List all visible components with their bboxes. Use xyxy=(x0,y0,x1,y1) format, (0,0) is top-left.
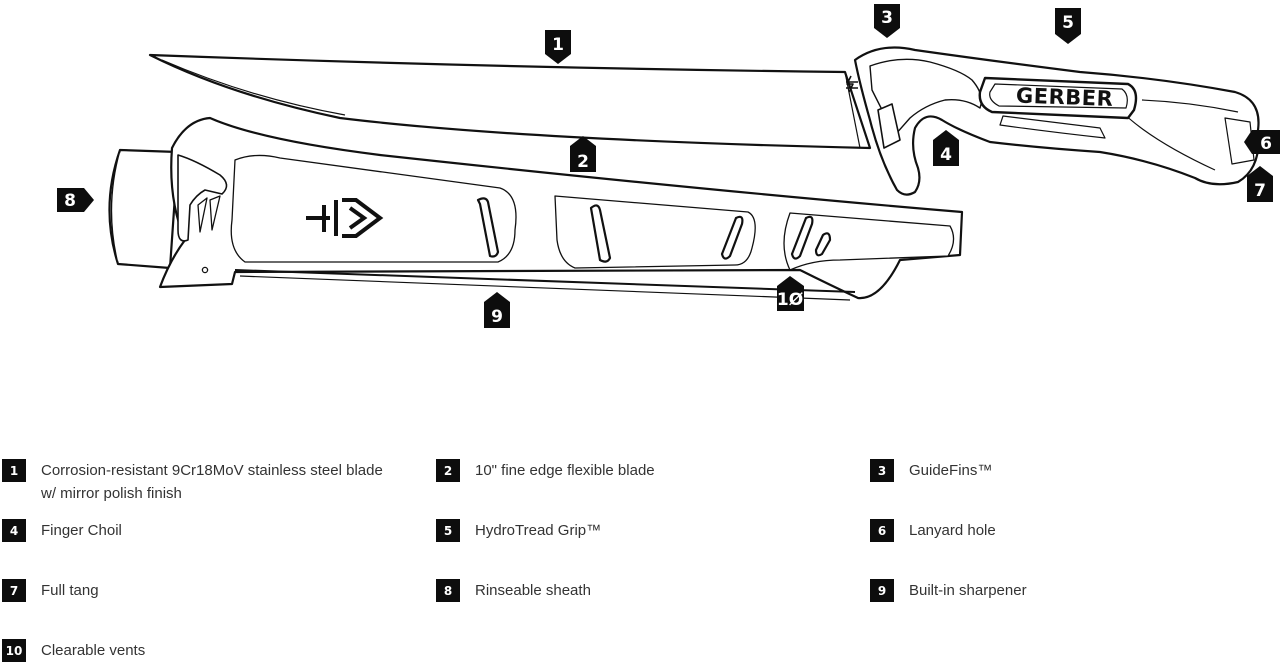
svg-text:7: 7 xyxy=(1254,181,1266,201)
callout-6: 6 xyxy=(1244,130,1280,154)
feature-item-8: 8 Rinseable sheath xyxy=(436,579,835,602)
callout-4: 4 xyxy=(933,130,959,166)
feature-item-9: 9 Built-in sharpener xyxy=(870,579,1285,602)
feature-number-badge: 10 xyxy=(2,639,26,662)
svg-text:1: 1 xyxy=(552,35,564,55)
feature-text: Finger Choil xyxy=(41,522,122,539)
feature-text: Clearable vents xyxy=(41,642,146,659)
callout-1: 1 xyxy=(545,30,571,64)
feature-number-badge: 5 xyxy=(436,519,460,542)
svg-text:4: 4 xyxy=(940,145,952,165)
feature-number-badge: 6 xyxy=(870,519,894,542)
feature-text: Built-in sharpener xyxy=(909,582,1027,599)
callout-3: 3 xyxy=(874,4,900,38)
feature-item-3: 3 GuideFins™ xyxy=(870,459,1285,482)
svg-text:3: 3 xyxy=(881,8,893,28)
sheath xyxy=(108,116,964,301)
callout-5: 5 xyxy=(1055,8,1081,44)
feature-item-7: 7 Full tang xyxy=(2,579,401,602)
feature-text: HydroTread Grip™ xyxy=(475,522,602,539)
feature-text: 10" fine edge flexible blade xyxy=(475,462,655,479)
feature-text: Rinseable sheath xyxy=(475,582,591,599)
svg-text:5: 5 xyxy=(1062,13,1074,33)
feature-number-badge: 7 xyxy=(2,579,26,602)
feature-item-4: 4 Finger Choil xyxy=(2,519,401,542)
svg-text:2: 2 xyxy=(577,152,589,172)
gerber-logo-text: GERBER xyxy=(1016,84,1114,111)
feature-item-1: 1 Corrosion-resistant 9Cr18MoV stainless… xyxy=(2,459,401,505)
feature-number-badge: 4 xyxy=(2,519,26,542)
blade xyxy=(148,53,872,150)
gerber-mark-icon xyxy=(306,198,384,238)
feature-text: Full tang xyxy=(41,582,99,599)
feature-text: Corrosion-resistant 9Cr18MoV stainless s… xyxy=(41,462,383,502)
feature-number-badge: 3 xyxy=(870,459,894,482)
feature-item-6: 6 Lanyard hole xyxy=(870,519,1285,542)
callout-7: 7 xyxy=(1247,166,1273,202)
svg-text:9: 9 xyxy=(491,307,503,327)
feature-text: Lanyard hole xyxy=(909,522,996,539)
feature-text: GuideFins™ xyxy=(909,462,993,479)
feature-item-5: 5 HydroTread Grip™ xyxy=(436,519,835,542)
svg-text:8: 8 xyxy=(64,191,76,211)
feature-number-badge: 9 xyxy=(870,579,894,602)
svg-text:1Ø: 1Ø xyxy=(777,290,803,310)
callout-8: 8 xyxy=(57,188,94,212)
callout-10: 1Ø xyxy=(777,276,804,311)
feature-number-badge: 1 xyxy=(2,459,26,482)
handle xyxy=(853,46,1260,196)
feature-item-2: 2 10" fine edge flexible blade xyxy=(436,459,835,482)
callout-2: 2 xyxy=(570,136,596,172)
callout-9: 9 xyxy=(484,292,510,328)
svg-text:6: 6 xyxy=(1260,134,1272,154)
feature-number-badge: 2 xyxy=(436,459,460,482)
feature-item-10: 10 Clearable vents xyxy=(2,639,401,662)
knife-diagram: GERBER 1 2 xyxy=(57,4,1280,328)
feature-number-badge: 8 xyxy=(436,579,460,602)
